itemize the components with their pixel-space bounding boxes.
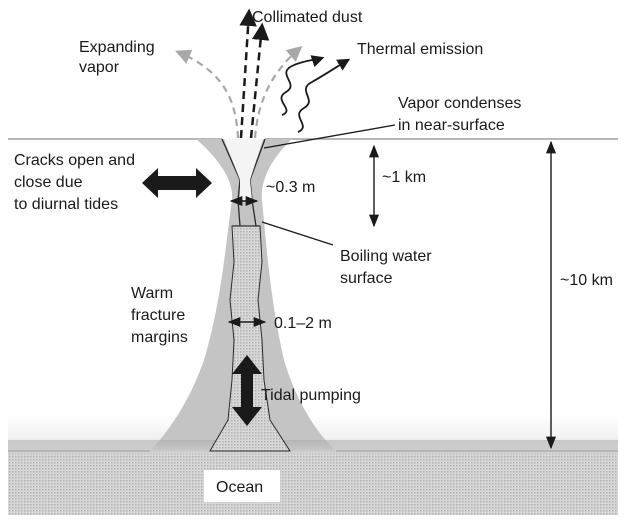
width-fracture-label: 0.1–2 m (274, 315, 332, 332)
thermal-emission-arrow-2 (297, 58, 351, 133)
vapor-condenses-label-1: Vapor condenses (398, 95, 521, 112)
collimated-dust-arrow-right (249, 22, 270, 139)
tidal-pumping-label: Tidal pumping (261, 387, 361, 404)
tidal-pumping-double-arrow (232, 355, 262, 426)
ocean-label: Ocean (216, 479, 263, 496)
vapor-condenses-leader (263, 124, 396, 149)
cracks-double-arrow (142, 168, 212, 198)
ocean-label-box (204, 470, 280, 502)
expanding-vapor-arrow-left (175, 49, 240, 139)
thermal-emission-arrow-1 (280, 55, 325, 116)
vent-throat-fill (224, 139, 263, 200)
warm-margins-label-3: margins (131, 329, 188, 346)
warm-margins-label-2: fracture (131, 307, 185, 324)
ocean-top-gradient (8, 440, 618, 454)
cracks-label-3: to diurnal tides (14, 196, 118, 213)
expanding-vapor-arrow-right (253, 45, 303, 139)
warm-margins-label-1: Warm (131, 285, 173, 302)
expanding-vapor-label-1: Expanding (79, 39, 155, 56)
depth-10km-label: ~10 km (560, 272, 613, 289)
depth-1km-label: ~1 km (382, 169, 426, 186)
width-top-label: ~0.3 m (266, 179, 315, 196)
cracks-label-2: close due (14, 174, 83, 191)
fracture-channel (209, 225, 291, 452)
boiling-water-label-1: Boiling water (340, 248, 432, 265)
thermal-emission-label: Thermal emission (357, 41, 483, 58)
collimated-dust-arrow-left (239, 8, 257, 139)
boiling-water-leader (261, 221, 334, 246)
expanding-vapor-label-2: vapor (79, 59, 120, 76)
ocean-body (8, 451, 618, 515)
cracks-label-1: Cracks open and (14, 152, 135, 169)
boiling-water-label-2: surface (340, 270, 393, 287)
vapor-condenses-label-2: in near-surface (398, 117, 505, 134)
ice-shell (8, 139, 618, 451)
collimated-dust-label: Collimated dust (252, 9, 363, 26)
